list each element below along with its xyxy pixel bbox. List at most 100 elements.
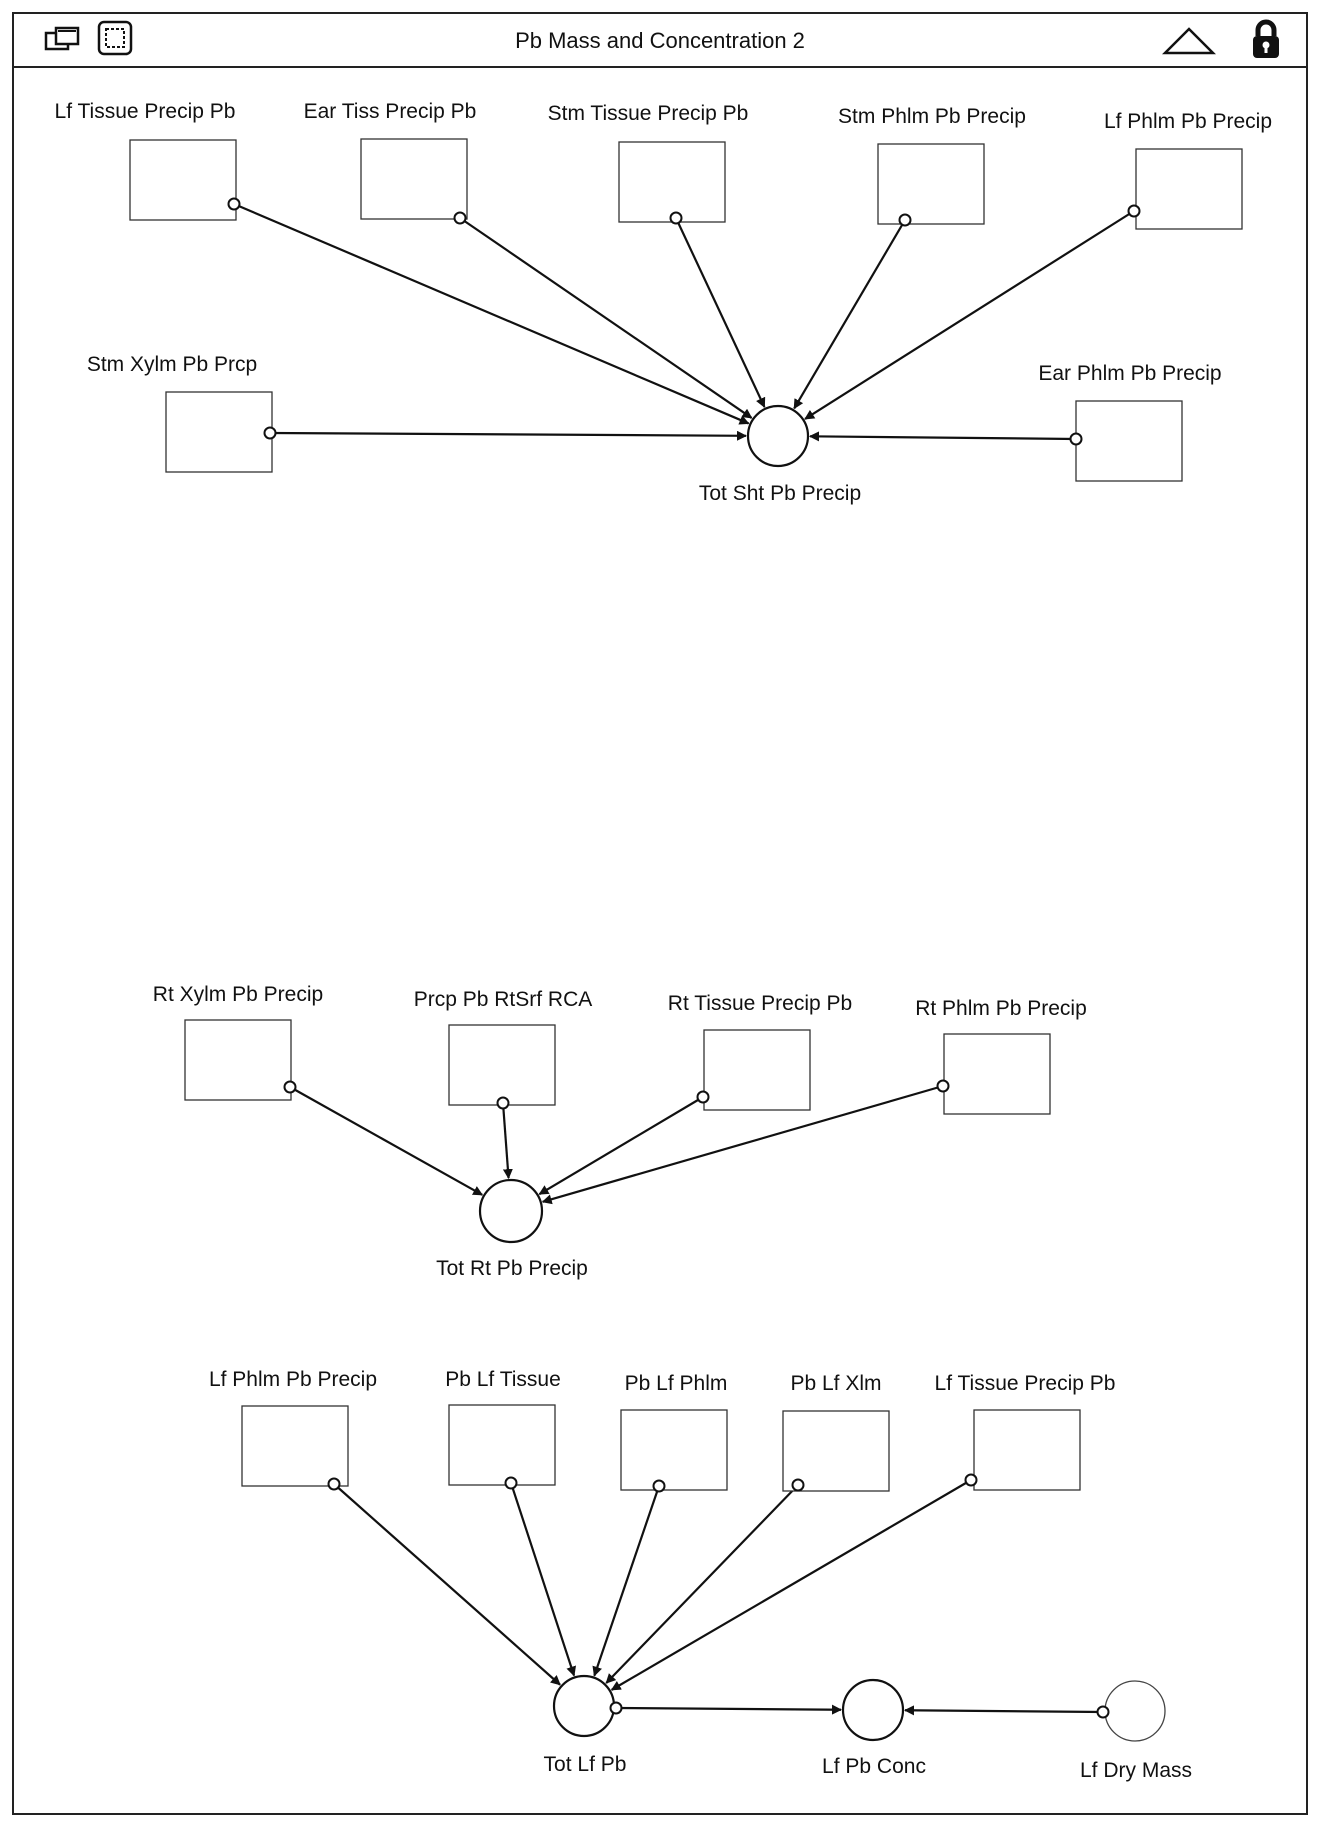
connector-port[interactable] xyxy=(791,1478,805,1492)
node-tot_rt_pb_precip[interactable]: Tot Rt Pb Precip xyxy=(436,1178,588,1280)
node-label: Pb Lf Tissue xyxy=(445,1368,561,1391)
node-lf_phlm_pb_precip_1[interactable]: Lf Phlm Pb Precip xyxy=(1104,110,1272,230)
connector-port[interactable] xyxy=(936,1079,950,1093)
connector-port[interactable] xyxy=(609,1701,623,1715)
link-arrow-stm_phlm_pb_precip-to-tot_sht_pb_precip[interactable] xyxy=(793,219,906,410)
node-lf_pb_conc[interactable]: Lf Pb Conc xyxy=(822,1678,926,1778)
node-lf_dry_mass[interactable]: Lf Dry Mass xyxy=(1080,1680,1192,1782)
connector-port[interactable] xyxy=(1069,432,1083,446)
node-label: Stm Tissue Precip Pb xyxy=(548,102,749,125)
node-label: Lf Pb Conc xyxy=(822,1755,926,1778)
node-tot_sht_pb_precip[interactable]: Tot Sht Pb Precip xyxy=(699,404,861,505)
triangle-up-icon[interactable] xyxy=(1162,26,1216,56)
link-arrow-pb_lf_phlm-to-tot_lf_pb[interactable] xyxy=(592,1485,661,1677)
link-arrow-rt_tissue_precip_pb-to-tot_rt_pb_precip[interactable] xyxy=(538,1096,704,1196)
node-label: Lf Tissue Precip Pb xyxy=(935,1372,1116,1395)
node-label: Pb Lf Phlm xyxy=(625,1372,728,1395)
link-arrow-prcp_pb_rtsrf_rca-to-tot_rt_pb_precip[interactable] xyxy=(501,1102,513,1180)
node-tot_lf_pb[interactable]: Tot Lf Pb xyxy=(544,1674,627,1776)
connector-port[interactable] xyxy=(696,1090,710,1104)
diagram-window xyxy=(12,12,1308,1815)
auxiliary-circle[interactable] xyxy=(746,404,810,468)
node-pb_lf_tissue[interactable]: Pb Lf Tissue xyxy=(445,1368,561,1490)
link-arrow-lf_tissue_precip_pb_1-to-tot_sht_pb_precip[interactable] xyxy=(233,202,750,425)
converter-box[interactable] xyxy=(973,1409,1081,1491)
link-arrow-tot_lf_pb-to-lf_pb_conc[interactable] xyxy=(615,1704,843,1715)
lock-icon[interactable] xyxy=(1249,18,1283,60)
auxiliary-circle[interactable] xyxy=(841,1678,905,1742)
node-label: Rt Xylm Pb Precip xyxy=(153,983,323,1006)
auxiliary-circle[interactable] xyxy=(478,1178,544,1244)
converter-box[interactable] xyxy=(877,143,985,225)
converter-box[interactable] xyxy=(703,1029,811,1111)
node-stm_xylm_pb_prcp[interactable]: Stm Xylm Pb Prcp xyxy=(87,353,277,473)
converter-box[interactable] xyxy=(620,1409,728,1491)
node-label: Lf Dry Mass xyxy=(1080,1759,1192,1782)
link-arrow-lf_phlm_pb_precip_2-to-tot_lf_pb[interactable] xyxy=(333,1483,561,1686)
converter-box[interactable] xyxy=(360,138,468,220)
ghost-auxiliary-circle[interactable] xyxy=(1104,1680,1166,1742)
link-arrow-ear_tiss_precip_pb-to-tot_sht_pb_precip[interactable] xyxy=(459,217,753,419)
selection-frame-icon[interactable] xyxy=(97,20,133,56)
connector-port[interactable] xyxy=(964,1473,978,1487)
connector-port[interactable] xyxy=(1096,1705,1110,1719)
node-stm_tissue_precip_pb[interactable]: Stm Tissue Precip Pb xyxy=(548,102,749,225)
node-lf_tissue_precip_pb_2[interactable]: Lf Tissue Precip Pb xyxy=(935,1372,1116,1491)
converter-box[interactable] xyxy=(129,139,237,221)
connector-port[interactable] xyxy=(327,1477,341,1491)
link-arrow-lf_phlm_pb_precip_1-to-tot_sht_pb_precip[interactable] xyxy=(804,210,1135,420)
node-rt_tissue_precip_pb[interactable]: Rt Tissue Precip Pb xyxy=(668,992,852,1111)
auxiliary-circle[interactable] xyxy=(552,1674,616,1738)
connector-port[interactable] xyxy=(1127,204,1141,218)
link-arrow-stm_xylm_pb_prcp-to-tot_sht_pb_precip[interactable] xyxy=(269,430,748,441)
connector-port[interactable] xyxy=(496,1096,510,1110)
node-stm_phlm_pb_precip[interactable]: Stm Phlm Pb Precip xyxy=(838,105,1026,227)
node-ear_tiss_precip_pb[interactable]: Ear Tiss Precip Pb xyxy=(304,100,477,225)
node-label: Pb Lf Xlm xyxy=(790,1372,881,1395)
node-label: Prcp Pb RtSrf RCA xyxy=(414,988,593,1011)
node-pb_lf_phlm[interactable]: Pb Lf Phlm xyxy=(620,1372,728,1493)
node-rt_phlm_pb_precip[interactable]: Rt Phlm Pb Precip xyxy=(915,997,1087,1115)
link-arrow-rt_phlm_pb_precip-to-tot_rt_pb_precip[interactable] xyxy=(541,1084,944,1205)
link-arrow-stm_tissue_precip_pb-to-tot_sht_pb_precip[interactable] xyxy=(675,217,766,408)
link-arrow-pb_lf_xlm-to-tot_lf_pb[interactable] xyxy=(605,1484,799,1684)
converter-box[interactable] xyxy=(184,1019,292,1101)
connector-port[interactable] xyxy=(227,197,241,211)
node-lf_tissue_precip_pb_1[interactable]: Lf Tissue Precip Pb xyxy=(55,100,241,221)
converter-box[interactable] xyxy=(165,391,273,473)
connector-port[interactable] xyxy=(652,1479,666,1493)
node-lf_phlm_pb_precip_2[interactable]: Lf Phlm Pb Precip xyxy=(209,1368,377,1491)
converter-box[interactable] xyxy=(782,1410,890,1492)
connector-port[interactable] xyxy=(504,1476,518,1490)
node-label: Lf Tissue Precip Pb xyxy=(55,100,236,123)
link-arrow-lf_tissue_precip_pb_2-to-tot_lf_pb[interactable] xyxy=(610,1479,972,1691)
converter-box[interactable] xyxy=(943,1033,1051,1115)
node-ear_phlm_pb_precip[interactable]: Ear Phlm Pb Precip xyxy=(1038,362,1222,482)
window-stack-icon[interactable] xyxy=(44,24,86,54)
converter-box[interactable] xyxy=(1135,148,1243,230)
node-label: Ear Tiss Precip Pb xyxy=(304,100,477,123)
node-label: Ear Phlm Pb Precip xyxy=(1038,362,1221,385)
converter-box[interactable] xyxy=(1075,400,1183,482)
converter-box[interactable] xyxy=(448,1404,556,1486)
link-arrow-rt_xylm_pb_precip-to-tot_rt_pb_precip[interactable] xyxy=(289,1086,484,1196)
connector-port[interactable] xyxy=(669,211,683,225)
node-pb_lf_xlm[interactable]: Pb Lf Xlm xyxy=(782,1372,890,1492)
connector-port[interactable] xyxy=(263,426,277,440)
connector-port[interactable] xyxy=(453,211,467,225)
connector-port[interactable] xyxy=(898,213,912,227)
connector-port[interactable] xyxy=(283,1080,297,1094)
converter-box[interactable] xyxy=(618,141,726,223)
link-arrow-ear_phlm_pb_precip-to-tot_sht_pb_precip[interactable] xyxy=(808,431,1077,442)
converter-box[interactable] xyxy=(241,1405,349,1487)
node-prcp_pb_rtsrf_rca[interactable]: Prcp Pb RtSrf RCA xyxy=(414,988,593,1110)
node-label: Stm Phlm Pb Precip xyxy=(838,105,1026,128)
node-label: Lf Phlm Pb Precip xyxy=(209,1368,377,1391)
node-label: Tot Sht Pb Precip xyxy=(699,482,861,505)
link-arrow-lf_dry_mass-to-lf_pb_conc[interactable] xyxy=(903,1705,1104,1716)
converter-box[interactable] xyxy=(448,1024,556,1106)
link-arrow-pb_lf_tissue-to-tot_lf_pb[interactable] xyxy=(509,1482,576,1677)
node-rt_xylm_pb_precip[interactable]: Rt Xylm Pb Precip xyxy=(153,983,323,1101)
title-bar: Pb Mass and Concentration 2 xyxy=(12,12,1308,68)
